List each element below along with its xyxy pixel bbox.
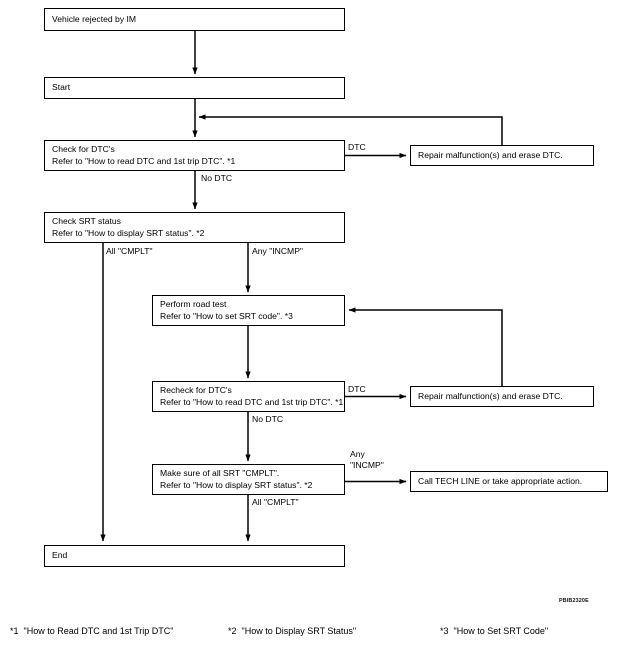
start-box[interactable]: Start: [44, 77, 345, 99]
edge-label-no-dtc-2: No DTC: [252, 414, 284, 424]
figure-code-label: PBIB2320E: [559, 598, 589, 604]
node-text-line: Refer to "How to display SRT status". *2: [52, 227, 205, 238]
vehicle-rejected-box[interactable]: Vehicle rejected by IM: [44, 8, 345, 31]
node-text-line: Call TECH LINE or take appropriate actio…: [418, 475, 583, 486]
node-text-line: Refer to "How to read DTC and 1st trip D…: [52, 155, 236, 166]
repair-malfunctions-box-2[interactable]: Repair malfunction(s) and erase DTC.: [410, 386, 594, 407]
footnote-3: *3 "How to Set SRT Code": [440, 626, 548, 636]
footnote-1: *1 "How to Read DTC and 1st Trip DTC": [10, 626, 173, 636]
footnote-2: *2 "How to Display SRT Status": [228, 626, 356, 636]
node-text-line: Refer to "How to read DTC and 1st trip D…: [160, 396, 344, 407]
footnote-marker: *3: [440, 626, 449, 636]
make-sure-all-srt-cmplt-box[interactable]: Make sure of all SRT "CMPLT".Refer to "H…: [152, 464, 345, 495]
node-text-line: Refer to "How to set SRT code". *3: [160, 310, 293, 321]
node-text-line: Recheck for DTC's: [160, 384, 232, 395]
edge-label-dtc-1: DTC: [348, 142, 366, 152]
footnote-text: "How to Set SRT Code": [453, 626, 549, 636]
node-text-line: Perform road test: [160, 298, 227, 309]
node-text-line: End: [52, 550, 68, 561]
node-text-line: Check for DTC's: [52, 143, 115, 154]
edge-label-all-cmplt-2: All "CMPLT": [252, 497, 299, 507]
node-text-line: Start: [52, 82, 71, 93]
node-text-line: Repair malfunction(s) and erase DTC.: [418, 149, 563, 160]
node-text-line: Check SRT status: [52, 215, 121, 226]
node-text-line: Repair malfunction(s) and erase DTC.: [418, 390, 563, 401]
node-text-line: Make sure of all SRT "CMPLT".: [160, 467, 280, 478]
repair-malfunctions-box-1[interactable]: Repair malfunction(s) and erase DTC.: [410, 145, 594, 166]
edge-label-dtc-2: DTC: [348, 384, 366, 394]
footnote-row: *1 "How to Read DTC and 1st Trip DTC" *2 "…: [0, 626, 620, 646]
footnote-text: "How to Read DTC and 1st Trip DTC": [23, 626, 174, 636]
node-text-line: Refer to "How to display SRT status". *2: [160, 479, 313, 490]
call-tech-line-box[interactable]: Call TECH LINE or take appropriate actio…: [410, 471, 608, 492]
edge-label-any-incmp-1: Any "INCMP": [252, 246, 303, 256]
edge-label-any-incmp-2: Any "INCMP": [350, 449, 384, 470]
footnote-marker: *1: [10, 626, 19, 636]
edge-label-all-cmplt-1: All "CMPLT": [106, 246, 153, 256]
wire-repair2-feedback: [348, 307, 503, 386]
end-box[interactable]: End: [44, 545, 345, 567]
edge-label-no-dtc-1: No DTC: [201, 173, 233, 183]
footnote-text: "How to Display SRT Status": [241, 626, 357, 636]
node-text-line: Vehicle rejected by IM: [52, 13, 137, 24]
footnote-marker: *2: [228, 626, 237, 636]
